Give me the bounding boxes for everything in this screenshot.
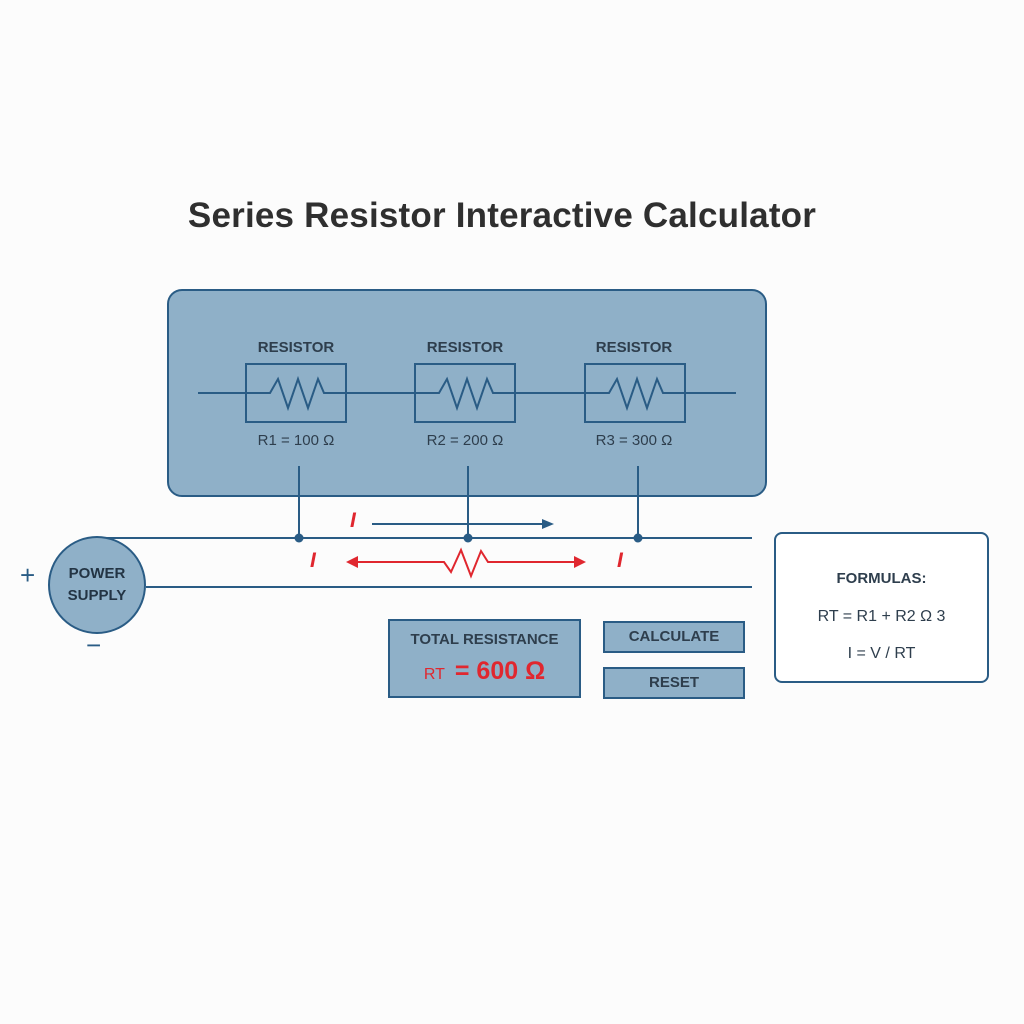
resistor-1-value: R1 = 100 Ω (257, 432, 335, 449)
calculate-button[interactable]: CALCULATE (603, 621, 745, 653)
resistor-3-label: RESISTOR (595, 339, 673, 356)
total-resistance-symbol: RT (423, 666, 445, 683)
formulas-title: FORMULAS: (836, 570, 927, 587)
total-resistance-display: TOTAL RESISTANCE RT = 600 Ω (388, 619, 581, 698)
junction-dot-1 (294, 533, 304, 543)
formulas-panel: FORMULAS: RT = R1 + R2 Ω 3 I = V / RT (774, 532, 989, 683)
junction-dot-3 (633, 533, 643, 543)
formula-total-resistance: RT = R1 + R2 Ω 3 (817, 608, 946, 625)
resistor-r2-symbol (414, 363, 516, 423)
formula-current: I = V / RT (847, 645, 916, 662)
current-arrow-red (346, 547, 586, 579)
resistor-r1-symbol (245, 363, 347, 423)
total-resistance-value-row: RT = 600 Ω (390, 657, 579, 686)
resistor-1-label: RESISTOR (257, 339, 335, 356)
current-label-top: I (350, 509, 356, 532)
plus-terminal: + (20, 560, 36, 590)
page-title: Series Resistor Interactive Calculator (187, 196, 817, 235)
total-resistance-value: = 600 Ω (454, 657, 546, 685)
reset-button[interactable]: RESET (603, 667, 745, 699)
junction-dot-2 (463, 533, 473, 543)
resistor-r3-symbol (584, 363, 686, 423)
total-resistance-label: TOTAL RESISTANCE (410, 631, 559, 648)
power-supply-line1: POWER (68, 565, 126, 583)
current-arrow-blue (372, 519, 554, 529)
current-label-right: I (617, 549, 623, 572)
power-supply: POWER SUPPLY (48, 536, 146, 634)
resistor-2-value: R2 = 200 Ω (426, 432, 504, 449)
resistor-2-label: RESISTOR (426, 339, 504, 356)
power-supply-line2: SUPPLY (67, 587, 127, 604)
minus-terminal: − (86, 630, 102, 660)
resistor-3-value: R3 = 300 Ω (595, 432, 673, 449)
current-label-left: I (310, 549, 316, 572)
